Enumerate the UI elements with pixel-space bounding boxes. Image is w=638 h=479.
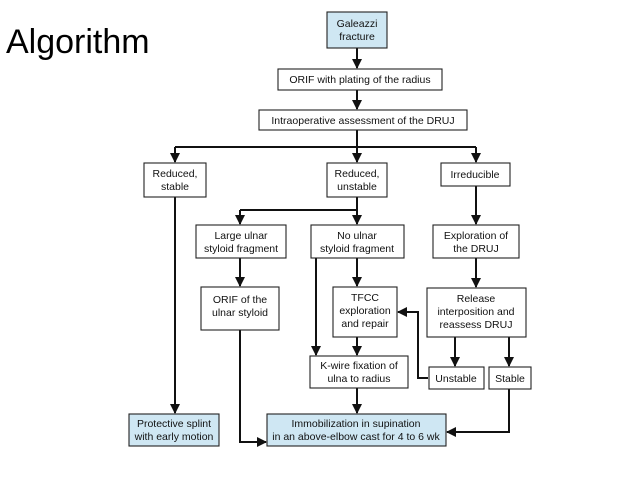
node-no-ulnar-line-2: styloid fragment <box>320 243 394 255</box>
node-intraop-line-1: Intraoperative assessment of the DRUJ <box>271 115 454 127</box>
node-irreducible-line-1: Irreducible <box>450 169 499 181</box>
edge-orif-ulnar-to-immobilization <box>239 330 267 447</box>
node-intraoperative-assessment: Intraoperative assessment of the DRUJ <box>258 109 468 131</box>
node-unstable-line-1: Unstable <box>435 373 477 385</box>
node-galeazzi-fracture: Galeazzi fracture <box>326 11 388 49</box>
node-tfcc-exploration: TFCC exploration and repair <box>332 286 398 338</box>
node-large-ulnar-styloid: Large ulnar styloid fragment <box>195 224 287 259</box>
node-reduced-stable-line-2: stable <box>161 181 189 193</box>
node-large-ulnar-line-1: Large ulnar <box>214 230 268 242</box>
node-immobilization-line-2: in an above-elbow cast for 4 to 6 wk <box>272 431 440 443</box>
node-irreducible: Irreducible <box>440 162 511 187</box>
edge-unstable-branch <box>240 197 358 211</box>
node-stable: Stable <box>488 366 532 390</box>
node-release-line-2: interposition and <box>437 306 514 318</box>
node-immobilization-line-1: Immobilization in supination <box>292 418 421 430</box>
node-release-interposition: Release interposition and reassess DRUJ <box>426 287 527 338</box>
node-tfcc-line-1: TFCC <box>351 292 379 304</box>
node-release-line-1: Release <box>457 293 496 305</box>
node-stable-line-1: Stable <box>495 373 525 385</box>
node-exploration-druj: Exploration of the DRUJ <box>432 224 520 259</box>
node-orif-radius: ORIF with plating of the radius <box>277 68 443 91</box>
node-exploration-line-2: the DRUJ <box>453 243 499 255</box>
node-kwire-line-2: ulna to radius <box>327 373 390 385</box>
node-orif-ulnar-styloid: ORIF of the ulnar styloid <box>200 286 280 331</box>
node-unstable: Unstable <box>428 366 485 390</box>
node-reduced-unstable-line-1: Reduced, <box>335 168 380 180</box>
edge-unstable-to-tfcc <box>397 307 428 379</box>
node-orif-ulnar-line-2: ulnar styloid <box>212 307 268 319</box>
node-no-ulnar-styloid: No ulnar styloid fragment <box>310 224 405 259</box>
node-galeazzi-line-1: Galeazzi <box>337 18 378 30</box>
node-reduced-stable: Reduced, stable <box>143 162 207 198</box>
node-tfcc-line-2: exploration <box>339 305 391 317</box>
node-kwire-line-1: K-wire fixation of <box>320 360 398 372</box>
node-large-ulnar-line-2: styloid fragment <box>204 243 278 255</box>
slide-title: Algorithm <box>6 23 150 61</box>
node-exploration-line-1: Exploration of <box>444 230 508 242</box>
node-reduced-unstable-line-2: unstable <box>337 181 377 193</box>
edge-stable-to-immobilization <box>446 389 510 437</box>
node-release-line-3: reassess DRUJ <box>440 319 513 331</box>
node-tfcc-line-3: and repair <box>341 318 389 330</box>
node-reduced-unstable: Reduced, unstable <box>326 162 388 198</box>
node-orif-radius-line-1: ORIF with plating of the radius <box>289 74 430 86</box>
node-kwire-fixation: K-wire fixation of ulna to radius <box>309 355 409 389</box>
node-no-ulnar-line-1: No ulnar <box>337 230 377 242</box>
node-immobilization: Immobilization in supination in an above… <box>266 413 447 447</box>
node-orif-ulnar-line-1: ORIF of the <box>213 294 267 306</box>
node-galeazzi-line-2: fracture <box>339 31 375 43</box>
node-reduced-stable-line-1: Reduced, <box>153 168 198 180</box>
node-splint-line-2: with early motion <box>134 431 214 443</box>
flow-edges <box>170 48 514 447</box>
node-protective-splint: Protective splint with early motion <box>128 413 220 447</box>
edge-intraop-branch <box>175 130 476 148</box>
node-splint-line-1: Protective splint <box>137 418 211 430</box>
